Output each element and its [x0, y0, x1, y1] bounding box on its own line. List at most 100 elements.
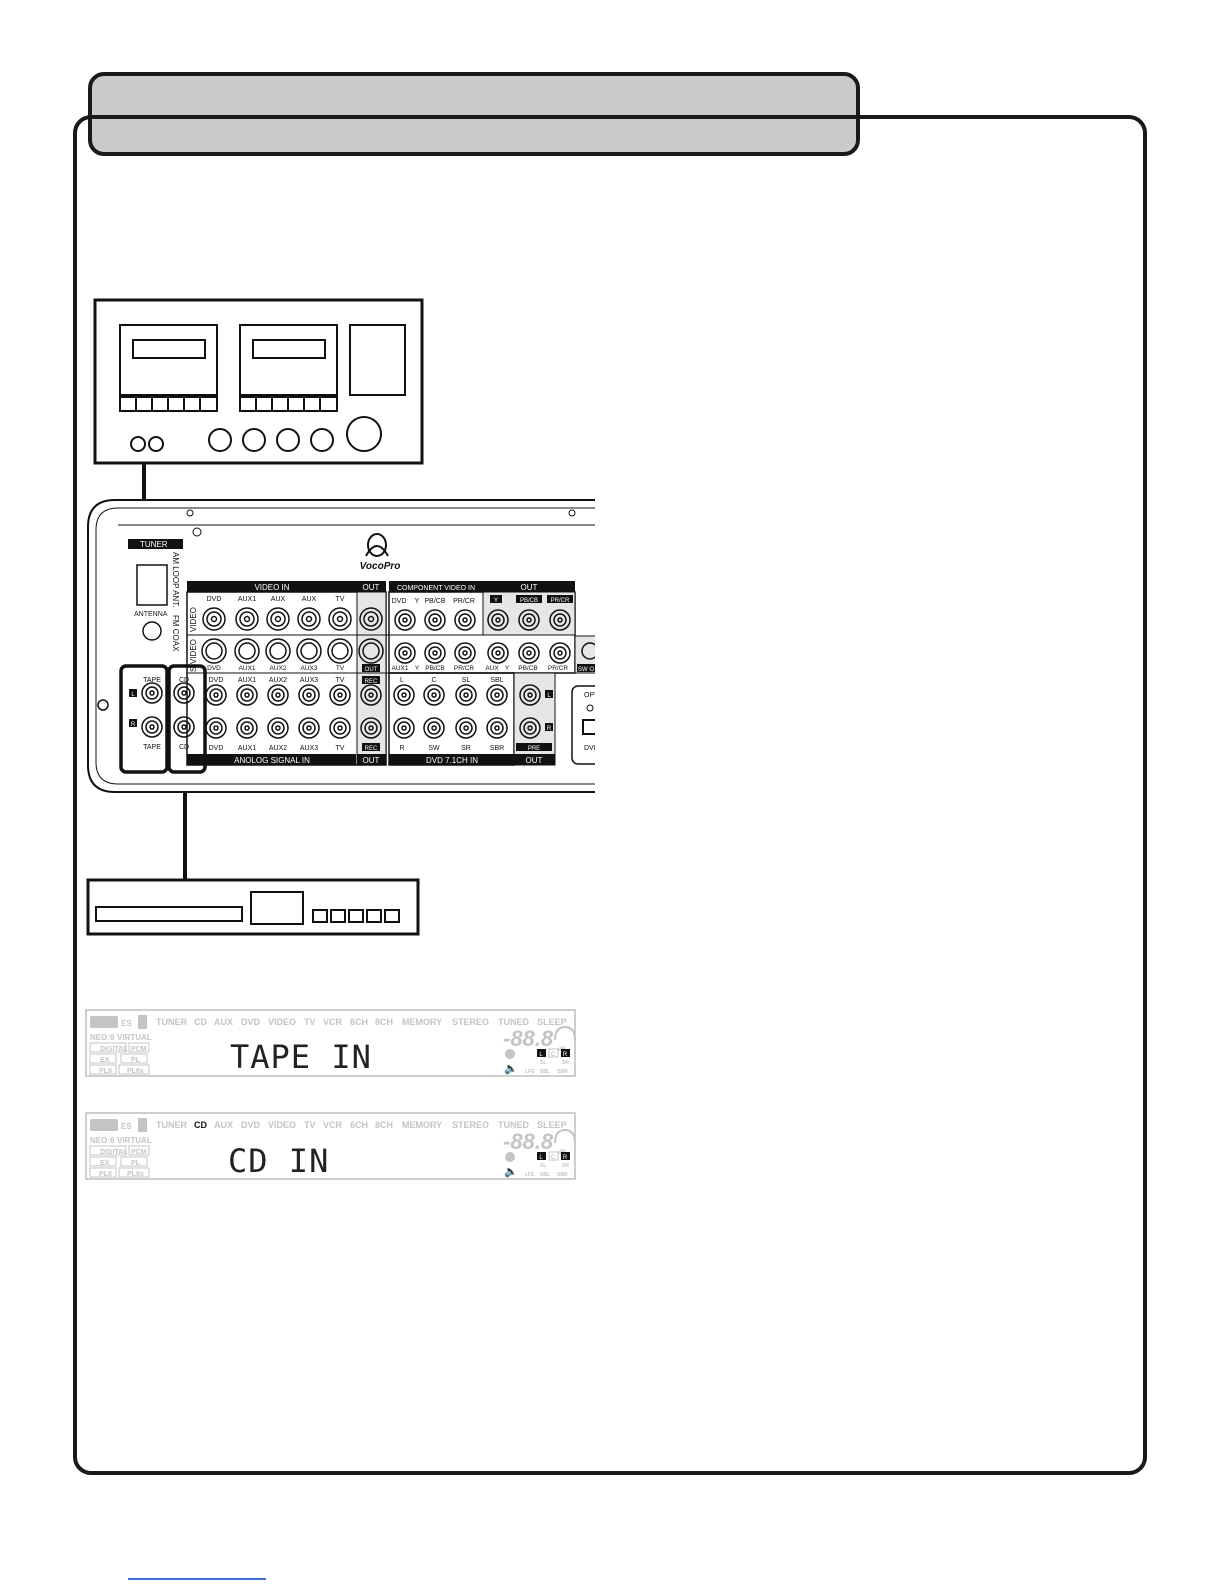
tape-cd-jacks: [141, 682, 195, 738]
label-text: SBL: [490, 677, 503, 684]
label-text: PL: [131, 1160, 141, 1167]
dvd71-top-labels: L C SL SBL: [400, 677, 504, 684]
label-text: SL: [462, 677, 471, 684]
label-text: SR: [562, 1060, 569, 1066]
label-text: TUNED: [498, 1120, 529, 1130]
video-col-label: AUX1: [238, 596, 256, 603]
pre-left-label: L: [547, 693, 551, 699]
label-text: PLIIx: [127, 1171, 144, 1178]
label-text: DVD: [209, 677, 224, 684]
component-col-label: PB/CB: [424, 598, 445, 605]
label-text: STEREO: [452, 1017, 489, 1027]
video-out-label: OUT: [363, 583, 380, 592]
label-text: L: [539, 1052, 543, 1058]
label-text: AUX2: [269, 745, 287, 752]
label-text: DIGITAL: [100, 1046, 128, 1053]
label-text: AUX3: [300, 745, 318, 752]
label-text: R: [563, 1155, 568, 1161]
label-text: VIRTUAL: [117, 1136, 152, 1145]
label-text: TUNED: [498, 1017, 529, 1027]
label-text: CD: [194, 1017, 207, 1027]
svideo-col-label: AUX3: [301, 665, 318, 672]
video-col-label: DVD: [207, 596, 222, 603]
video-col-label: AUX: [302, 596, 317, 603]
label-text: SBR: [557, 1069, 568, 1075]
video-in-label: VIDEO IN: [254, 583, 289, 592]
label-text: AUX: [214, 1120, 233, 1130]
label-text: C: [551, 1052, 556, 1058]
component-row2-label: PR/CR: [454, 665, 475, 672]
label-text: TV: [336, 745, 345, 752]
label-text: 6CH: [350, 1120, 368, 1130]
component-out-col-label: Y: [494, 598, 498, 604]
video-col-label: TV: [336, 596, 345, 603]
label-text: DVD: [241, 1017, 261, 1027]
svideo-col-label: AUX1: [239, 665, 256, 672]
analog-in-top-labels: DVD AUX1 AUX2 AUX3 TV: [209, 677, 345, 684]
am-loop-label: AM LOOP ANT.: [171, 552, 180, 607]
label-text: C: [551, 1155, 556, 1161]
label-text: SBR: [490, 745, 504, 752]
cd-top-label: CD: [179, 677, 189, 684]
cd-bottom-label: CD: [179, 744, 189, 751]
label-text: VCR: [323, 1017, 343, 1027]
label-text: ES: [121, 1122, 132, 1131]
tape-deck: [93, 298, 424, 465]
svideo-jacks: [201, 638, 384, 664]
label-text: L: [539, 1155, 543, 1161]
label-text: LFE: [525, 1069, 535, 1075]
label-text: -88.8: [503, 1026, 554, 1051]
label-text: PLII: [99, 1171, 112, 1178]
component-row2-label: AUX1: [392, 665, 409, 672]
label-text: TV: [304, 1017, 316, 1027]
pre-out-group-label: OUT: [526, 756, 543, 765]
brand-logo: VocoPro: [360, 533, 400, 572]
label-text: EX: [100, 1160, 110, 1167]
dvd71-bottom-labels: R SW SR SBR: [399, 745, 504, 752]
component-col-label: PR/CR: [453, 598, 475, 605]
component-col-label: Y: [415, 598, 420, 605]
label-text: 6CH: [350, 1017, 368, 1027]
label-text: NEO:6: [90, 1033, 115, 1042]
section-title-tab: [88, 72, 860, 156]
component-row2b-label: Y: [505, 665, 510, 672]
tape-right-label: R: [131, 722, 136, 728]
label-text: AUX1: [238, 745, 256, 752]
label-text: SBL: [540, 1172, 550, 1178]
label-text: C: [431, 677, 436, 684]
lcd-main-text: CD IN: [228, 1142, 329, 1180]
video-col-label: AUX: [271, 596, 286, 603]
lcd-main-text: TAPE IN: [230, 1038, 372, 1076]
label-text: SR: [562, 1163, 569, 1169]
label-text: VIDEO: [268, 1120, 296, 1130]
label-text: DIGITAL: [100, 1149, 128, 1156]
component-row2b-label: PB/CB: [518, 665, 538, 672]
active-source-cd: CD: [194, 1120, 207, 1130]
label-text: 8CH: [375, 1120, 393, 1130]
fm-coax-label: FM COAX: [171, 615, 180, 652]
label-text: SLEEP: [537, 1120, 567, 1130]
component-row2b-label: AUX: [485, 665, 499, 672]
label-text: PCM: [131, 1149, 147, 1156]
analog-in-bottom-labels: DVD AUX1 AUX2 AUX3 TV: [209, 745, 345, 752]
label-text: PL: [131, 1057, 141, 1064]
component-row2b-label: PR/CR: [548, 665, 569, 672]
label-text: VIRTUAL: [117, 1033, 152, 1042]
footer-link-underline[interactable]: [128, 1578, 266, 1580]
label-text: 8CH: [375, 1017, 393, 1027]
label-text: L: [400, 677, 404, 684]
svideo-out-label: OUT: [365, 667, 378, 673]
label-text: R: [563, 1052, 568, 1058]
label-text: 🔈: [504, 1063, 518, 1075]
component-out-col-label: PR/CR: [551, 598, 570, 604]
label-text: dts: [96, 1121, 110, 1131]
label-text: SBR: [557, 1172, 568, 1178]
label-text: TV: [304, 1120, 316, 1130]
dvd71-in-label: DVD 7.1CH IN: [426, 756, 478, 765]
label-text: TUNER: [156, 1017, 187, 1027]
rec-top-label: REC: [365, 679, 378, 685]
label-text: AUX1: [238, 677, 256, 684]
label-text: dts: [96, 1018, 110, 1028]
lcd-display-tape: dts ES NEO:6 VIRTUAL DIGITAL PCM EX PL P…: [85, 1009, 576, 1077]
